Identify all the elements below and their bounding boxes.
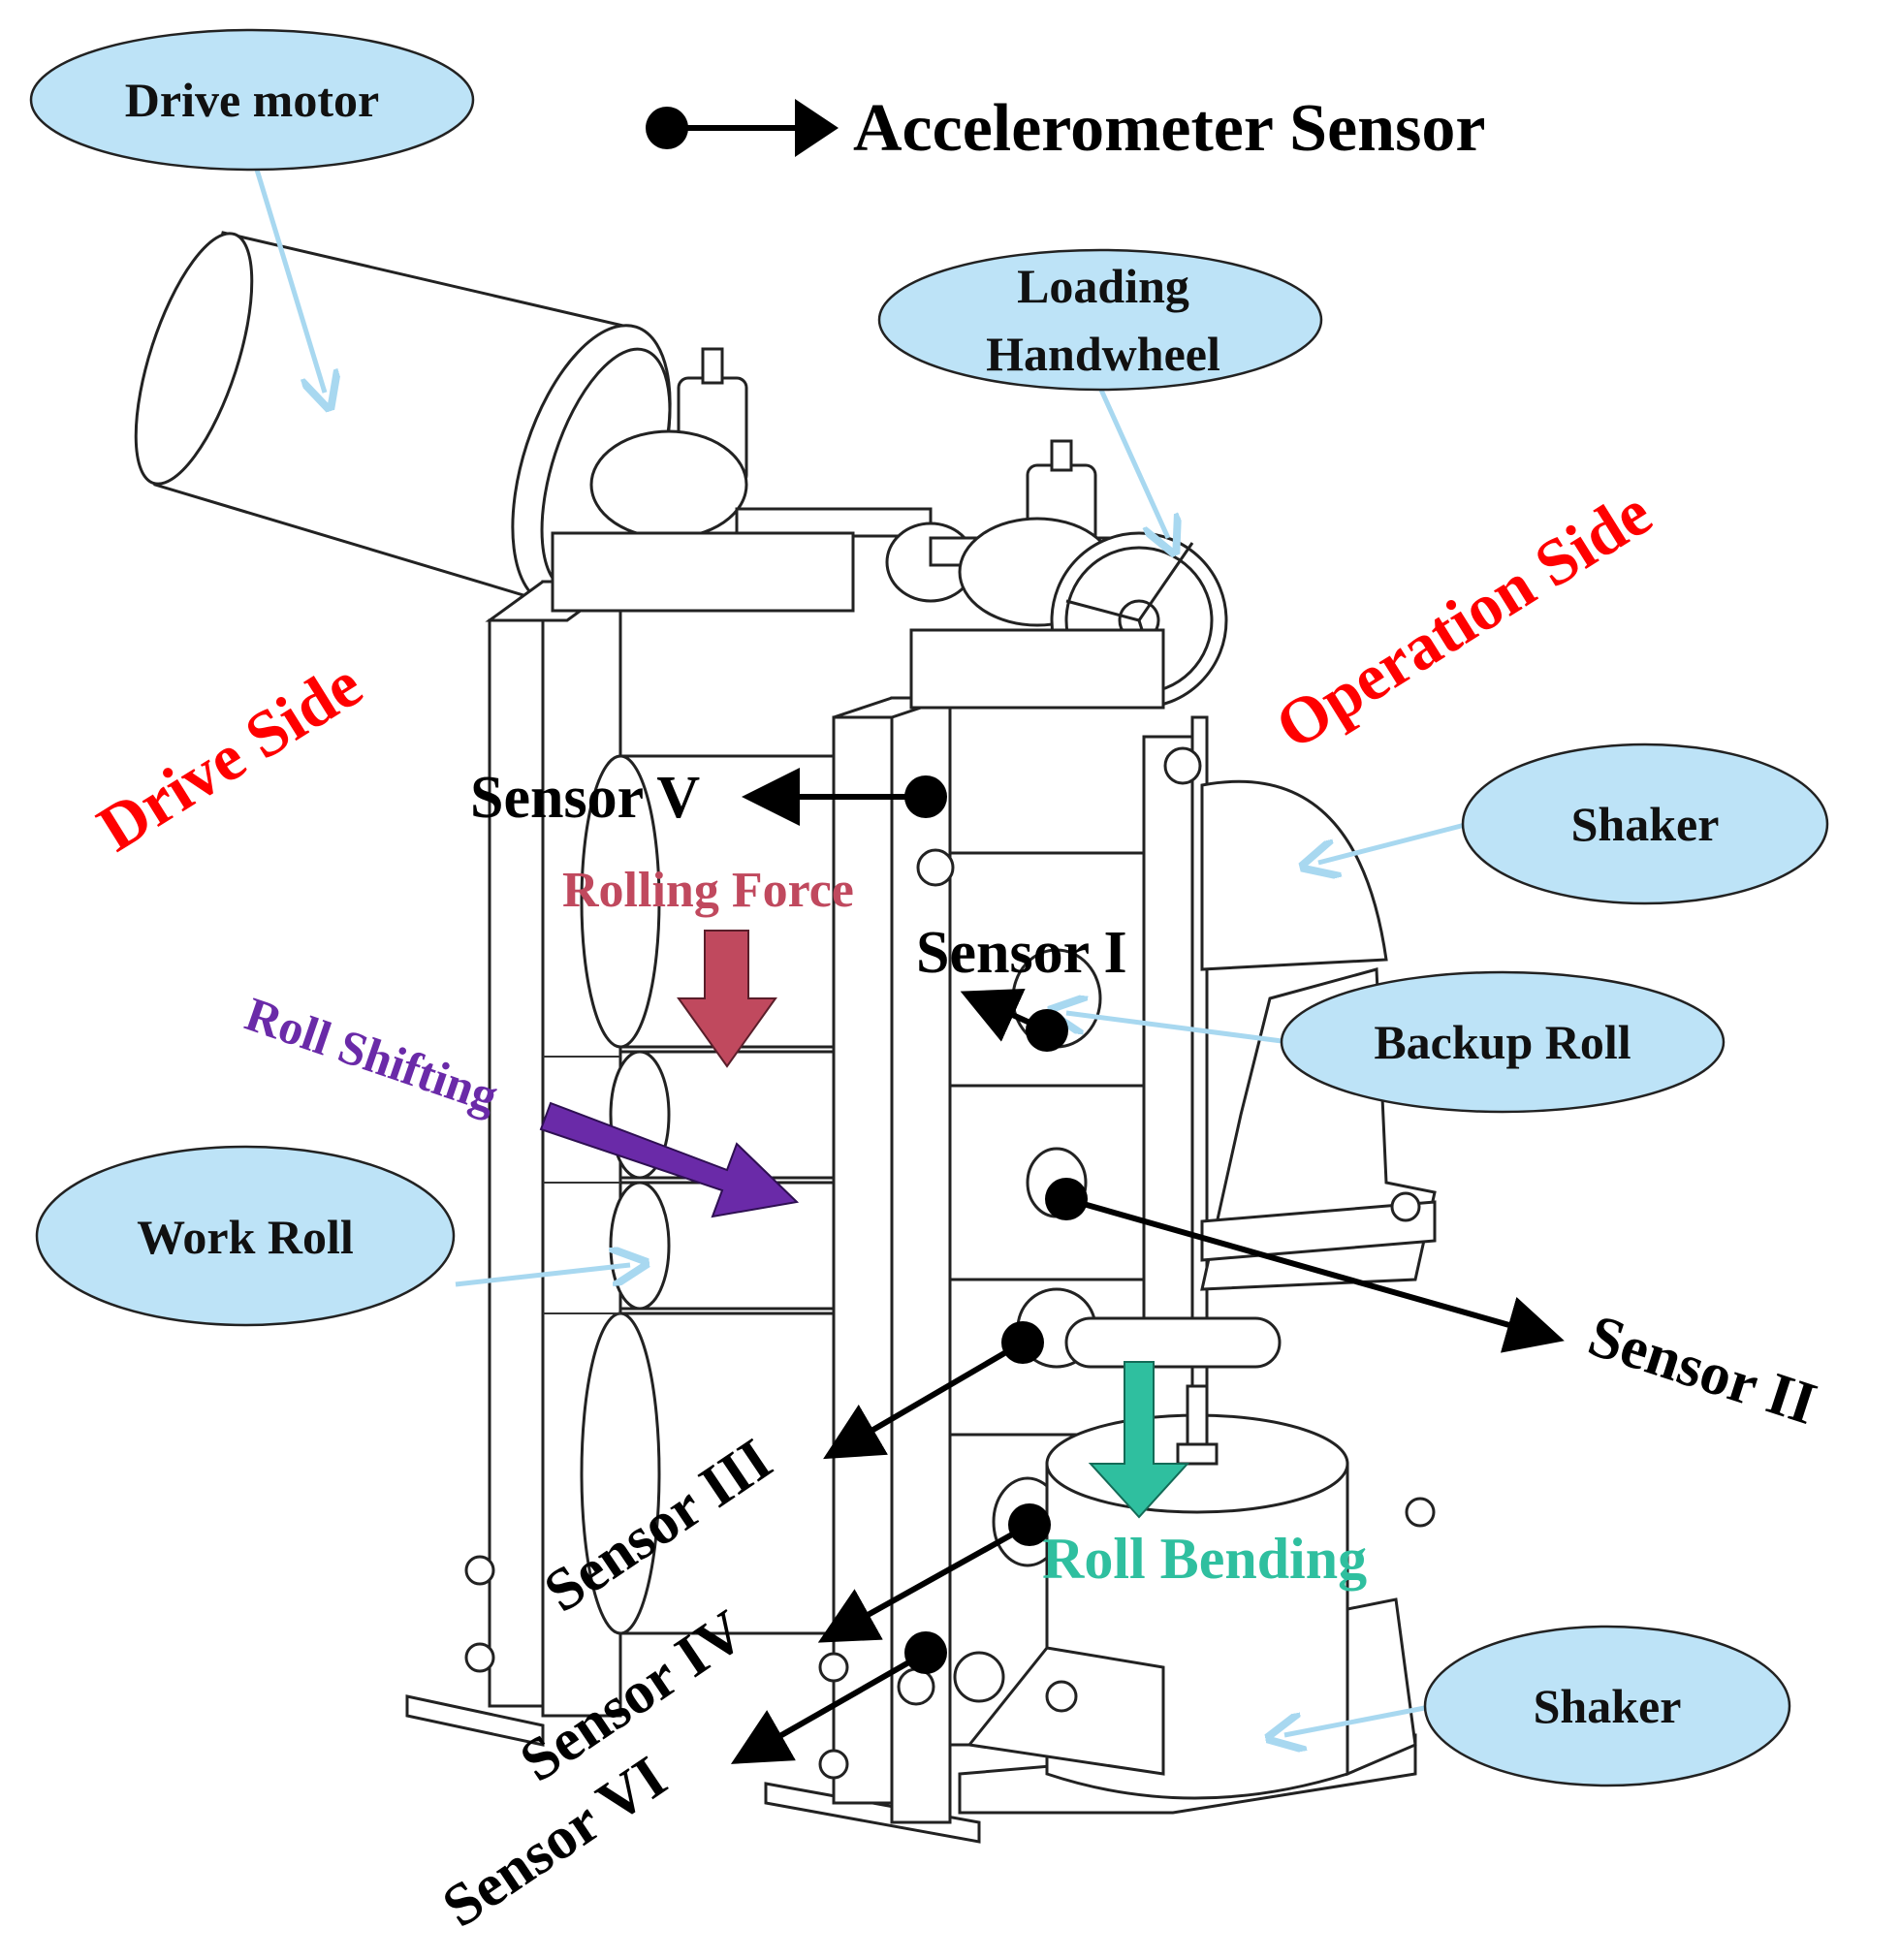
- rolling-force-indicator: Rolling Force: [562, 863, 854, 1068]
- bubble: [35, 1145, 456, 1327]
- sensor-4-arrow: [817, 1522, 1031, 1643]
- loading-handwheel-label-line2: Handwheel: [986, 327, 1220, 381]
- backup-roll-label: Backup Roll: [1374, 1015, 1631, 1069]
- callout-drive-motor: Drive motor: [29, 28, 475, 172]
- legend-label: Accelerometer Sensor: [853, 91, 1485, 166]
- sensor-1-label: Sensor I: [916, 920, 1127, 986]
- top-shaker-drawing: [1200, 779, 1437, 1291]
- sensor-1: Sensor I: [916, 920, 1127, 1052]
- sensor-6-arrow: [730, 1650, 928, 1764]
- shaker-bottom-label: Shaker: [1534, 1679, 1682, 1733]
- bubble: [877, 248, 1323, 392]
- callout-shaker-top: Shaker: [1461, 743, 1829, 905]
- rolling-force-arrow: [677, 930, 777, 1068]
- sensor-3-arrow: [823, 1340, 1025, 1460]
- shaker-top-arrow: [1318, 821, 1470, 863]
- sensor-5-label: Sensor V: [470, 765, 700, 831]
- loading-handwheel-arrow: [1097, 386, 1168, 538]
- callout-shaker-bottom: Shaker: [1423, 1625, 1791, 1787]
- sensor-2-arrow: [1065, 1196, 1565, 1353]
- roll-shifting-label: Roll Shifting: [238, 986, 504, 1122]
- bubble: [1461, 743, 1829, 905]
- roll-bending-label: Roll Bending: [1042, 1527, 1367, 1591]
- bubble: [1280, 970, 1726, 1114]
- rolling-force-label: Rolling Force: [562, 863, 854, 918]
- sensor-1-arrow: [960, 989, 1049, 1042]
- bubble: [1423, 1625, 1791, 1787]
- machine-drawing: [134, 231, 1437, 1844]
- drive-side-label: Drive Side: [85, 647, 374, 866]
- work-roll-label: Work Roll: [137, 1210, 354, 1264]
- roll-shifting-arrow: [539, 1101, 800, 1218]
- bolts-drawing: [464, 746, 1436, 1780]
- sensor-2-label: Sensor II: [1581, 1303, 1824, 1438]
- roll-bending-arrow: [1088, 1361, 1190, 1519]
- work-roll-arrow: [455, 1265, 630, 1287]
- callout-backup-roll: Backup Roll: [1280, 970, 1726, 1114]
- operation-side-label: Operation Side: [1263, 475, 1664, 764]
- drive-motor-arrow: [254, 169, 325, 393]
- shaker-bottom-arrow: [1284, 1703, 1436, 1735]
- shaker-top-label: Shaker: [1571, 797, 1720, 851]
- bubble: [29, 28, 475, 172]
- sensor-5: Sensor V: [470, 765, 947, 831]
- loading-handwheel-label-line1: Loading: [1017, 259, 1189, 313]
- callout-work-roll: Work Roll: [35, 1145, 456, 1327]
- legend-arrow-head: [795, 99, 839, 157]
- callout-loading-handwheel: Loading Handwheel: [877, 248, 1323, 392]
- backup-roll-arrow: [1066, 1013, 1290, 1045]
- roll-bending-indicator: Roll Bending: [1042, 1361, 1367, 1591]
- callout-arrows: [254, 169, 1470, 1735]
- legend: Accelerometer Sensor: [646, 91, 1485, 166]
- drive-motor-label: Drive motor: [125, 73, 379, 127]
